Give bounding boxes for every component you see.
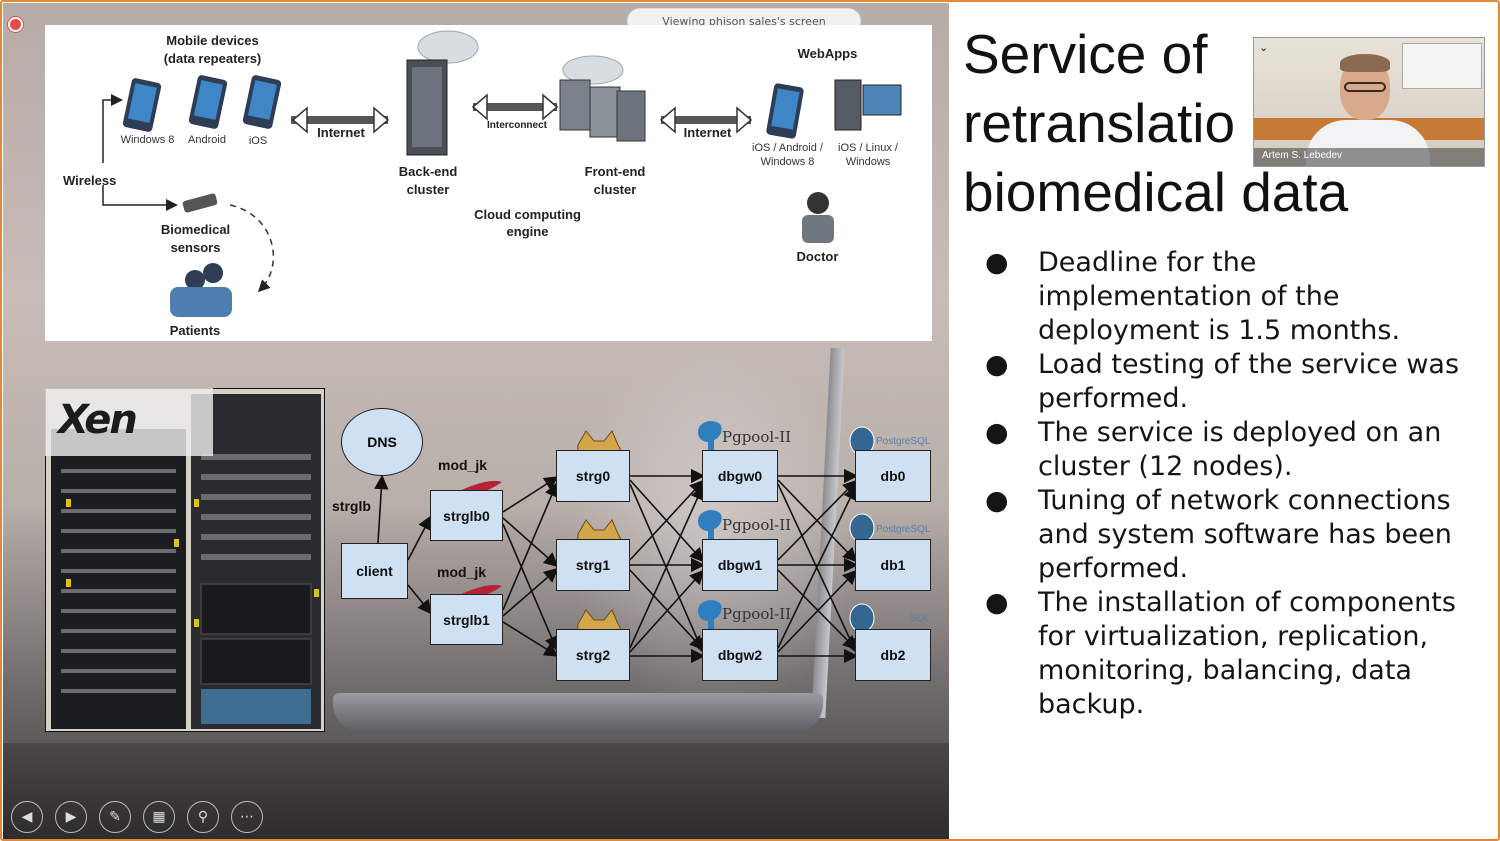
pgpool-label-2: Pgpool-II	[722, 605, 792, 623]
slide-title-line: retranslatio	[963, 92, 1236, 154]
dbgw0-node: dbgw0	[702, 450, 778, 502]
postgresql-label-1: PostgreSQL	[876, 524, 931, 535]
slide-title-line: Service of	[963, 23, 1208, 85]
zoom-icon[interactable]: ⚲	[187, 801, 219, 833]
strg0-node: strg0	[556, 450, 630, 502]
internet-left-label: Internet	[317, 125, 365, 140]
doctor-label: Doctor	[796, 249, 839, 264]
sensors-label: sensors	[170, 240, 221, 255]
frontend-label: Front-end	[584, 164, 646, 179]
bullet-line: and system software has been	[1038, 519, 1452, 550]
ios-android-label: iOS / Android /	[752, 142, 823, 154]
cloud-engine-label: Cloud computing	[474, 207, 581, 222]
frontend-cluster-label: cluster	[593, 182, 637, 197]
bullet-item: ● The installation of components for vir…	[980, 586, 1490, 722]
prev-icon[interactable]: ◀	[11, 801, 43, 833]
bullet-line: Deadline for the	[1038, 247, 1257, 278]
bullet-list: ● Deadline for the implementation of the…	[980, 246, 1490, 722]
strglb1-node: strglb1	[430, 594, 503, 645]
cloud-engine-label-2: engine	[506, 224, 549, 239]
slides-icon[interactable]: ▦	[143, 801, 175, 833]
bullet-item: ● Load testing of the service was perfor…	[980, 348, 1490, 416]
mod-jk-label-1: mod_jk	[437, 564, 487, 580]
bullet-dot-icon: ●	[985, 417, 1009, 448]
chevron-down-icon[interactable]: ⌄	[1259, 41, 1269, 54]
next-icon[interactable]: ▶	[55, 801, 87, 833]
pgpool-label-0: Pgpool-II	[722, 428, 792, 446]
participant-glasses	[1344, 82, 1386, 92]
internet-right-label: Internet	[683, 125, 732, 140]
bullet-line: implementation of the	[1038, 281, 1340, 312]
bullet-line: Tuning of network connections	[1038, 485, 1451, 516]
slide-title-line: biomedical data	[963, 161, 1349, 223]
architecture-diagram: Mobile devices (data repeaters) Windows …	[45, 25, 932, 341]
bullet-line: The installation of components	[1038, 587, 1456, 618]
participant-name: Artem S. Lebedev	[1262, 150, 1343, 161]
bullet-item: ● Deadline for the implementation of the…	[980, 246, 1490, 348]
dbgw1-node: dbgw1	[702, 539, 778, 591]
xen-logo: Xen	[58, 397, 138, 443]
bullet-line: backup.	[1038, 689, 1145, 720]
mobile-devices-label: Mobile devices	[166, 33, 259, 48]
ios-linux-label: iOS / Linux /	[838, 142, 898, 154]
bullet-line: Load testing of the service was	[1038, 349, 1460, 380]
video-board	[1402, 43, 1482, 89]
wireless-label: Wireless	[63, 173, 117, 188]
bullet-line: deployment is 1.5 months.	[1038, 315, 1401, 346]
windows8-right-label: Windows 8	[760, 156, 815, 168]
strglb0-node: strglb0	[430, 490, 503, 541]
dbgw2-node: dbgw2	[702, 629, 778, 681]
windows8-label: Windows 8	[120, 134, 175, 146]
mod-jk-label-0: mod_jk	[438, 457, 488, 473]
slide-title: Service of retranslatio biomedical data	[963, 20, 1349, 227]
strglb-edge-label: strglb	[332, 498, 371, 514]
backend-label: Back-end	[398, 164, 458, 179]
dns-node: DNS	[341, 408, 423, 476]
bullet-line: monitoring, balancing, data	[1038, 655, 1412, 686]
bullet-dot-icon: ●	[985, 349, 1009, 380]
bullet-dot-icon: ●	[985, 587, 1009, 618]
android-label: Android	[188, 134, 226, 146]
participant-video[interactable]: ⌄ Artem S. Lebedev	[1253, 37, 1485, 167]
phone-icon	[122, 75, 804, 139]
webapps-label: WebApps	[797, 46, 858, 61]
bullet-dot-icon: ●	[985, 485, 1009, 516]
participant-name-bar: Artem S. Lebedev	[1254, 148, 1484, 166]
postgresql-label-2: SQL	[910, 613, 931, 624]
bullet-item: ● The service is deployed on an cluster …	[980, 416, 1490, 484]
backend-cluster-label: cluster	[406, 182, 450, 197]
bullet-line: performed.	[1038, 383, 1189, 414]
ios-label: iOS	[248, 135, 268, 147]
laptop-base	[333, 693, 823, 733]
strg2-node: strg2	[556, 629, 630, 681]
client-node: client	[341, 543, 408, 599]
biomedical-label: Biomedical	[160, 222, 231, 237]
bullet-dot-icon: ●	[985, 247, 1009, 278]
bullet-line: cluster (12 nodes).	[1038, 451, 1293, 482]
pgpool-label-1: Pgpool-II	[722, 516, 792, 534]
participant-hair	[1340, 54, 1390, 72]
windows-label: Windows	[845, 156, 891, 168]
strg1-node: strg1	[556, 539, 630, 591]
patients-label: Patients	[169, 323, 221, 338]
db0-node: db0	[855, 450, 931, 502]
bullet-line: for virtualization, replication,	[1038, 621, 1429, 652]
bullet-item: ● Tuning of network connections and syst…	[980, 484, 1490, 586]
more-icon[interactable]: ⋯	[231, 801, 263, 833]
pen-icon[interactable]: ✎	[99, 801, 131, 833]
xen-logo-box	[45, 388, 213, 456]
architecture-graphics	[102, 30, 902, 317]
db2-node: db2	[855, 629, 931, 681]
db1-node: db1	[855, 539, 931, 591]
bullet-line: performed.	[1038, 553, 1189, 584]
bullet-line: The service is deployed on an	[1038, 417, 1442, 448]
record-indicator-icon	[8, 17, 23, 32]
data-repeaters-label: (data repeaters)	[163, 51, 262, 66]
interconnect-label: Interconnect	[486, 120, 547, 131]
postgresql-label-0: PostgreSQL	[876, 436, 931, 447]
slideshow-controls: ◀ ▶ ✎ ▦ ⚲ ⋯	[3, 795, 949, 839]
